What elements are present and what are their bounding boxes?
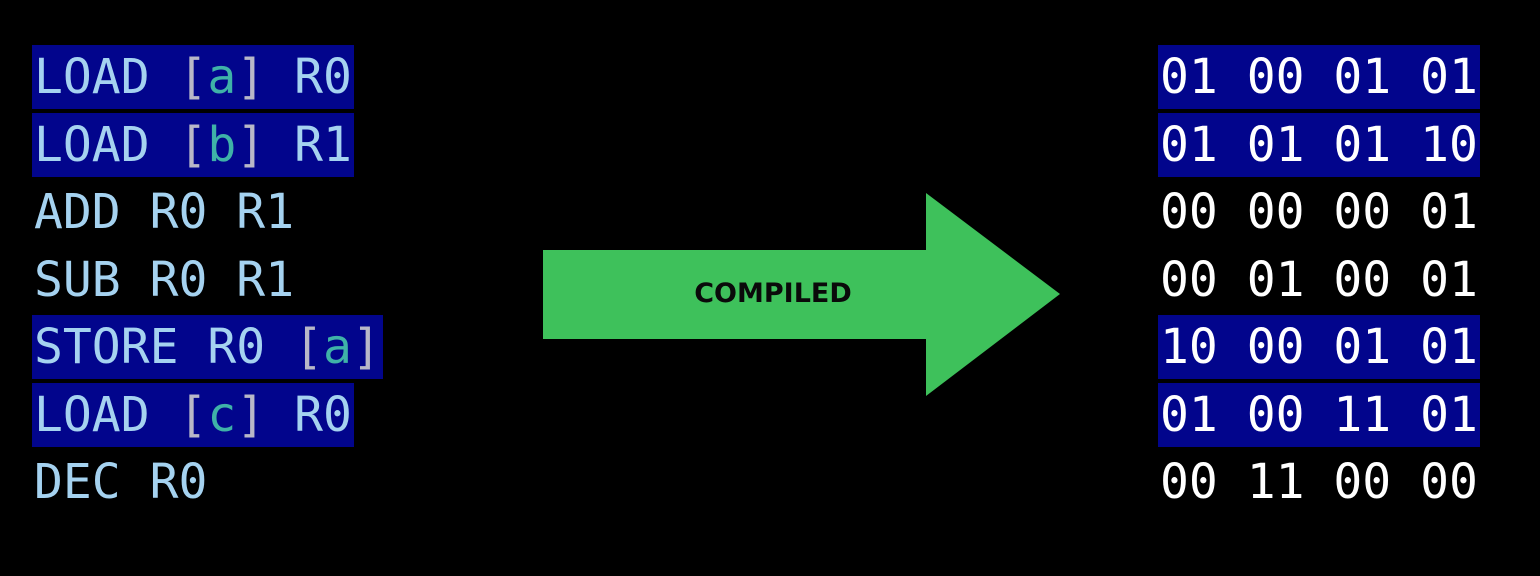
instruction-token: R1 — [265, 116, 352, 173]
instruction-token: R0 — [265, 386, 352, 443]
variable-token: a — [323, 319, 352, 375]
binary-line: 10 00 01 01 — [1158, 315, 1480, 379]
variable-token: b — [207, 116, 237, 173]
binary-line: 01 00 01 01 — [1158, 45, 1480, 109]
bracket-token: ] — [236, 49, 266, 105]
assembly-line: LOAD [b] R1 — [32, 112, 354, 177]
bracket-token: ] — [236, 386, 266, 443]
instruction-token: STORE R0 — [34, 319, 295, 375]
assembly-line: STORE R0 [a] — [32, 315, 383, 379]
compile-arrow — [543, 193, 1060, 396]
instruction-token: LOAD — [34, 386, 179, 443]
variable-token: a — [207, 49, 237, 105]
binary-line: 00 00 00 01 — [1160, 184, 1478, 240]
instruction-token: LOAD — [34, 116, 179, 173]
instruction-token: SUB R0 R1 — [34, 251, 295, 308]
binary-line: 00 01 00 01 — [1160, 251, 1478, 308]
instruction-token: DEC R0 — [34, 454, 208, 510]
bracket-token: [ — [178, 49, 208, 105]
bracket-token: [ — [178, 386, 208, 443]
assembly-line: LOAD [a] R0 — [32, 45, 354, 109]
assembly-line: LOAD [c] R0 — [32, 382, 354, 447]
assembly-line: SUB R0 R1 — [32, 248, 296, 312]
binary-line: 01 00 11 01 — [1158, 382, 1480, 447]
instruction-token: ADD R0 R1 — [34, 184, 295, 240]
instruction-token: R0 — [265, 49, 352, 105]
bracket-token: [ — [178, 116, 208, 173]
arrow-shape — [543, 193, 1060, 396]
binary-line: 01 01 01 10 — [1158, 112, 1480, 177]
bracket-token: ] — [351, 319, 381, 375]
variable-token: c — [207, 386, 237, 443]
instruction-token: LOAD — [34, 49, 179, 105]
arrow-label: COMPILED — [694, 278, 852, 309]
bracket-token: ] — [236, 116, 266, 173]
assembly-line: DEC R0 — [32, 450, 209, 514]
assembly-line: ADD R0 R1 — [32, 180, 296, 244]
binary-line: 00 11 00 00 — [1160, 454, 1478, 510]
bracket-token: [ — [294, 319, 323, 375]
